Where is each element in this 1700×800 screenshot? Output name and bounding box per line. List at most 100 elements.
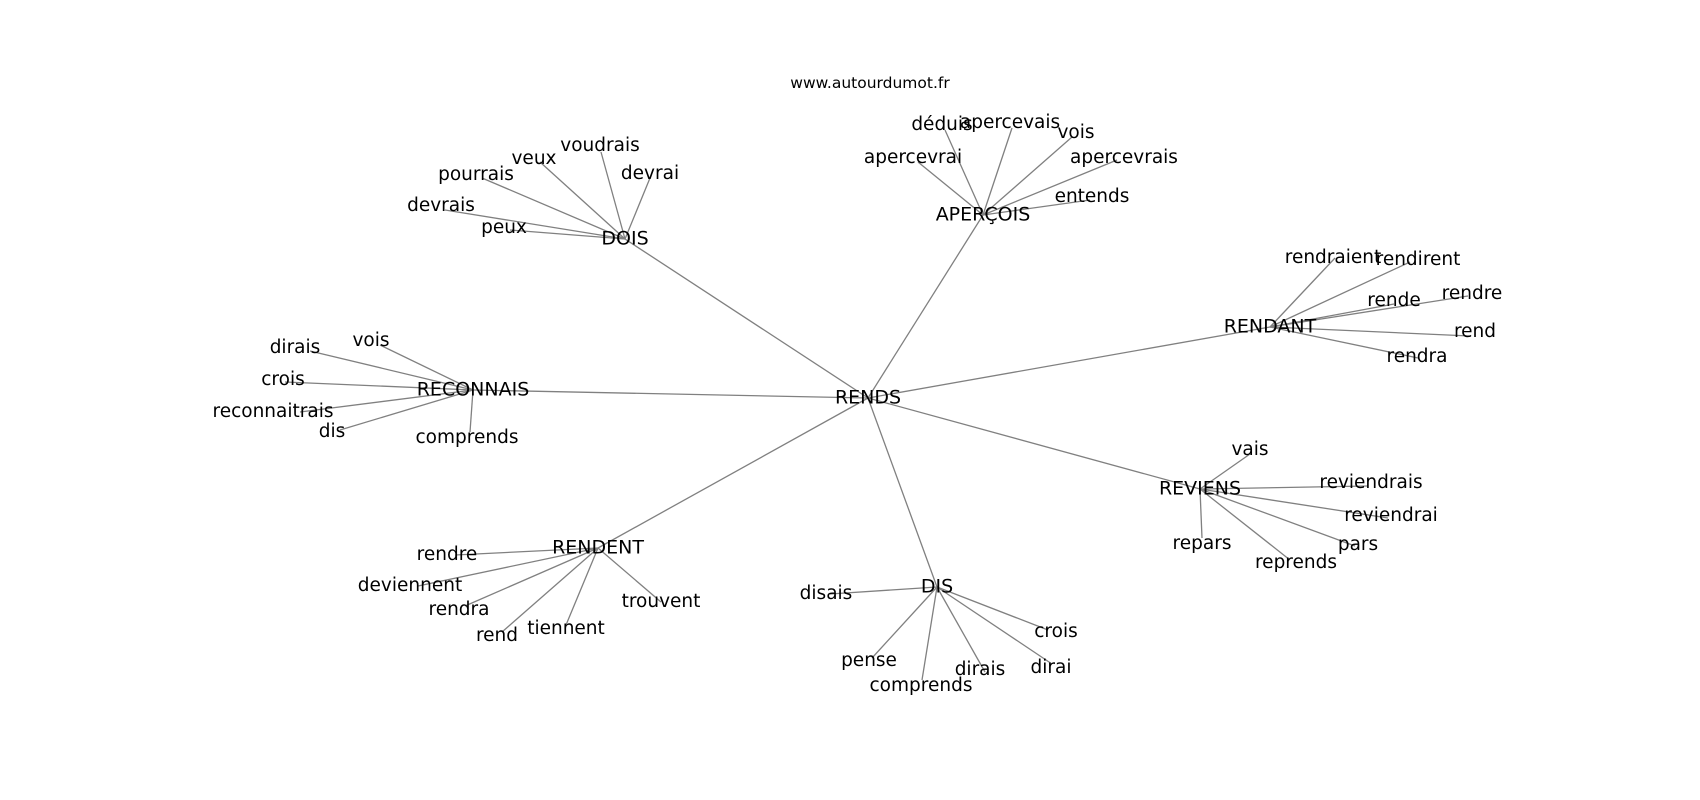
leaf-node-rendant-rendre[interactable]: rendre xyxy=(1442,283,1503,304)
center-node-rends[interactable]: RENDS xyxy=(835,387,901,409)
edge-rendent-deviennent xyxy=(417,547,599,587)
edge-reviens-reviendrai xyxy=(1199,488,1389,519)
edge-rends-apercois xyxy=(867,214,984,399)
leaf-node-reviens-reviendrais[interactable]: reviendrais xyxy=(1319,472,1422,493)
edge-rends-dis xyxy=(867,397,938,588)
edge-dis-dirai xyxy=(936,586,1053,665)
edge-dis-pense xyxy=(871,586,938,659)
edge-rends-dois xyxy=(624,238,869,399)
edge-layer xyxy=(284,127,1471,681)
leaf-node-dois-veux[interactable]: veux xyxy=(511,148,556,169)
leaf-node-rendent-rendra[interactable]: rendra xyxy=(429,599,490,620)
leaf-node-reconnais-crois[interactable]: crois xyxy=(261,369,304,390)
edge-reviens-repars xyxy=(1199,488,1203,539)
leaf-node-rendent-trouvent[interactable]: trouvent xyxy=(622,591,701,612)
edge-reviens-reviendrais xyxy=(1199,485,1369,490)
leaf-node-reviens-reprends[interactable]: reprends xyxy=(1255,552,1337,573)
edge-rendent-rendre xyxy=(454,547,599,556)
edge-dis-crois xyxy=(936,586,1049,631)
hub-node-reconnais[interactable]: RECONNAIS xyxy=(417,379,530,401)
edge-apercois-apercevrais xyxy=(982,159,1118,216)
leaf-node-rendant-rende[interactable]: rende xyxy=(1367,290,1420,311)
leaf-node-rendent-tiennent[interactable]: tiennent xyxy=(527,618,605,639)
leaf-node-reviens-reviendrai[interactable]: reviendrai xyxy=(1344,505,1438,526)
edge-dois-veux xyxy=(539,161,626,240)
edge-rendant-rendre xyxy=(1269,295,1469,328)
edge-apercois-apercevais xyxy=(982,127,1013,216)
hub-node-apercois[interactable]: APERÇOIS xyxy=(936,204,1031,226)
leaf-node-dis-comprends[interactable]: comprends xyxy=(870,675,973,696)
edge-rendent-trouvent xyxy=(597,547,662,603)
leaf-node-dois-devrai[interactable]: devrai xyxy=(621,163,679,184)
leaf-node-reviens-pars[interactable]: pars xyxy=(1338,534,1378,555)
hub-node-dis[interactable]: DIS xyxy=(921,576,953,598)
leaf-node-dis-crois[interactable]: crois xyxy=(1034,621,1077,642)
edge-apercois-deduis xyxy=(944,129,984,216)
edge-dois-devrai xyxy=(624,177,651,240)
leaf-node-reviens-vais[interactable]: vais xyxy=(1231,439,1268,460)
edge-dois-pourrais xyxy=(481,177,626,240)
edge-reviens-vais xyxy=(1199,453,1251,490)
leaf-node-apercois-apercevais[interactable]: apercevais xyxy=(960,112,1060,133)
edge-dis-comprends xyxy=(921,586,938,681)
leaf-node-dis-pense[interactable]: pense xyxy=(841,650,897,671)
edge-reviens-reprends xyxy=(1199,488,1291,561)
leaf-node-rendent-rend[interactable]: rend xyxy=(476,625,518,646)
leaf-node-dis-dirai[interactable]: dirai xyxy=(1031,657,1072,678)
leaf-node-reviens-repars[interactable]: repars xyxy=(1173,533,1232,554)
leaf-node-apercois-entends[interactable]: entends xyxy=(1055,186,1130,207)
edge-rendent-tiennent xyxy=(565,547,599,626)
edge-rends-rendent xyxy=(597,397,869,549)
leaf-node-apercois-apercevrais[interactable]: apercevrais xyxy=(1070,147,1178,168)
edge-reconnais-reconnaitrais xyxy=(299,389,474,413)
leaf-node-dis-disais[interactable]: disais xyxy=(800,583,853,604)
leaf-node-rendent-rendre[interactable]: rendre xyxy=(417,544,478,565)
edge-rendent-rendra xyxy=(464,547,599,607)
leaf-node-reconnais-reconnaitrais[interactable]: reconnaitrais xyxy=(213,401,334,422)
leaf-node-apercois-vois[interactable]: vois xyxy=(1057,122,1094,143)
hub-node-dois[interactable]: DOIS xyxy=(601,228,648,250)
leaf-node-rendant-rendra[interactable]: rendra xyxy=(1387,346,1448,367)
leaf-node-reconnais-dis[interactable]: dis xyxy=(319,421,346,442)
leaf-node-dois-devrais[interactable]: devrais xyxy=(407,195,475,216)
hub-node-rendant[interactable]: RENDANT xyxy=(1224,316,1317,338)
edge-apercois-vois xyxy=(982,136,1073,216)
edge-rends-reviens xyxy=(867,397,1201,490)
edge-reconnais-crois xyxy=(284,381,474,391)
site-title: www.autourdumot.fr xyxy=(790,74,950,92)
edge-rendent-rend xyxy=(501,547,599,633)
edge-rendant-rendirent xyxy=(1269,261,1411,328)
hub-node-rendent[interactable]: RENDENT xyxy=(552,537,644,559)
leaf-node-rendant-rendirent[interactable]: rendirent xyxy=(1376,249,1461,270)
leaf-node-rendent-deviennent[interactable]: deviennent xyxy=(358,575,462,596)
edge-rends-reconnais xyxy=(472,389,869,399)
leaf-node-rendant-rendraient[interactable]: rendraient xyxy=(1285,247,1382,268)
edge-rendant-rend xyxy=(1269,326,1471,337)
leaf-node-apercois-deduis[interactable]: déduis xyxy=(911,114,972,135)
leaf-node-rendant-rend[interactable]: rend xyxy=(1454,321,1496,342)
hub-node-reviens[interactable]: REVIENS xyxy=(1159,478,1241,500)
leaf-node-dis-dirais[interactable]: dirais xyxy=(955,659,1006,680)
edge-dois-devrais xyxy=(444,209,626,240)
edge-apercois-entends xyxy=(982,199,1091,216)
leaf-node-apercois-apercevrai[interactable]: apercevrai xyxy=(864,147,962,168)
leaf-node-dois-pourrais[interactable]: pourrais xyxy=(438,164,514,185)
edge-rendant-rendraient xyxy=(1269,257,1336,328)
edge-dois-voudrais xyxy=(600,151,626,240)
edge-reconnais-dis xyxy=(339,389,474,431)
edge-dois-peux xyxy=(509,229,626,240)
leaf-node-reconnais-dirais[interactable]: dirais xyxy=(270,337,321,358)
edge-reconnais-vois xyxy=(379,344,474,391)
leaf-node-reconnais-comprends[interactable]: comprends xyxy=(416,427,519,448)
edge-reviens-pars xyxy=(1199,488,1356,547)
edge-dis-dirais xyxy=(936,586,986,673)
leaf-node-dois-voudrais[interactable]: voudrais xyxy=(560,135,639,156)
leaf-node-dois-peux[interactable]: peux xyxy=(481,217,527,238)
edge-rendant-rendra xyxy=(1269,326,1419,359)
leaf-node-reconnais-vois[interactable]: vois xyxy=(352,330,389,351)
edge-dis-disais xyxy=(829,586,938,595)
edge-rends-rendant xyxy=(867,326,1271,399)
